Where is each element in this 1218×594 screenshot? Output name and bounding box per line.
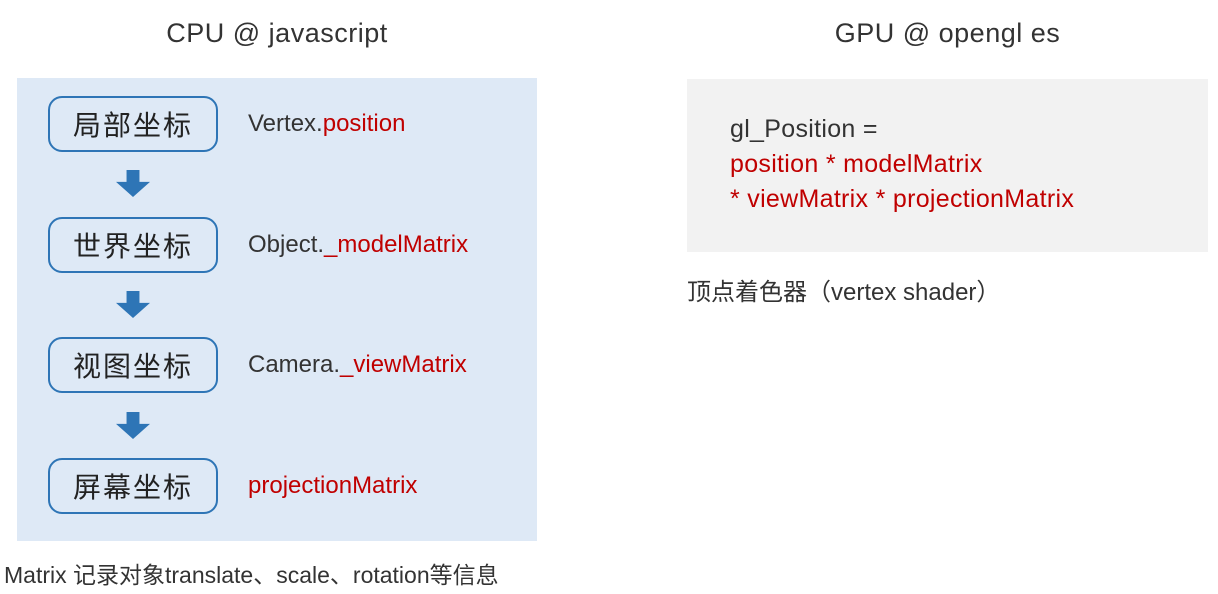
vertex-shader-caption: 顶点着色器（vertex shader） [687, 279, 1001, 306]
annotation-prefix: Object. [248, 231, 325, 258]
flow-box-view-coords: 视图坐标 [48, 337, 218, 393]
flow-box-label: 屏幕坐标 [72, 472, 193, 503]
annotation-highlight: projectionMatrix [248, 472, 418, 499]
annotation-prefix: Vertex. [248, 110, 323, 137]
flow-annotation-model-matrix: Object._modelMatrix [248, 217, 468, 273]
matrix-note-caption: Matrix 记录对象translate、scale、rotation等信息 [4, 562, 499, 588]
flow-box-label: 世界坐标 [72, 231, 193, 262]
gpu-title: GPU @ opengl es [834, 18, 1061, 48]
code-line-view-projection: * viewMatrix * projectionMatrix [730, 185, 1075, 213]
code-line-gl-position: gl_Position = [730, 115, 878, 143]
down-arrow-icon [116, 170, 150, 197]
flow-box-screen-coords: 屏幕坐标 [48, 458, 218, 514]
annotation-highlight: _modelMatrix [324, 231, 469, 258]
annotation-highlight: _viewMatrix [340, 351, 467, 378]
flow-box-world-coords: 世界坐标 [48, 217, 218, 273]
cpu-flow-panel: 局部坐标 Vertex.position 世界坐标 Object._modelM… [17, 78, 537, 541]
cpu-title: CPU @ javascript [166, 18, 388, 48]
annotation-highlight: position [322, 110, 406, 137]
flow-box-local-coords: 局部坐标 [48, 96, 218, 152]
down-arrow-icon [116, 291, 150, 318]
flow-box-label: 视图坐标 [72, 351, 193, 382]
flow-annotation-view-matrix: Camera._viewMatrix [248, 337, 467, 393]
flow-box-label: 局部坐标 [72, 110, 193, 141]
down-arrow-icon [116, 412, 150, 439]
flow-annotation-vertex-position: Vertex.position [248, 96, 405, 152]
flow-annotation-projection-matrix: projectionMatrix [248, 458, 417, 514]
annotation-prefix: Camera. [248, 351, 341, 378]
gpu-code-panel: gl_Position = position * modelMatrix * v… [687, 79, 1208, 252]
code-line-position-model: position * modelMatrix [730, 150, 983, 178]
